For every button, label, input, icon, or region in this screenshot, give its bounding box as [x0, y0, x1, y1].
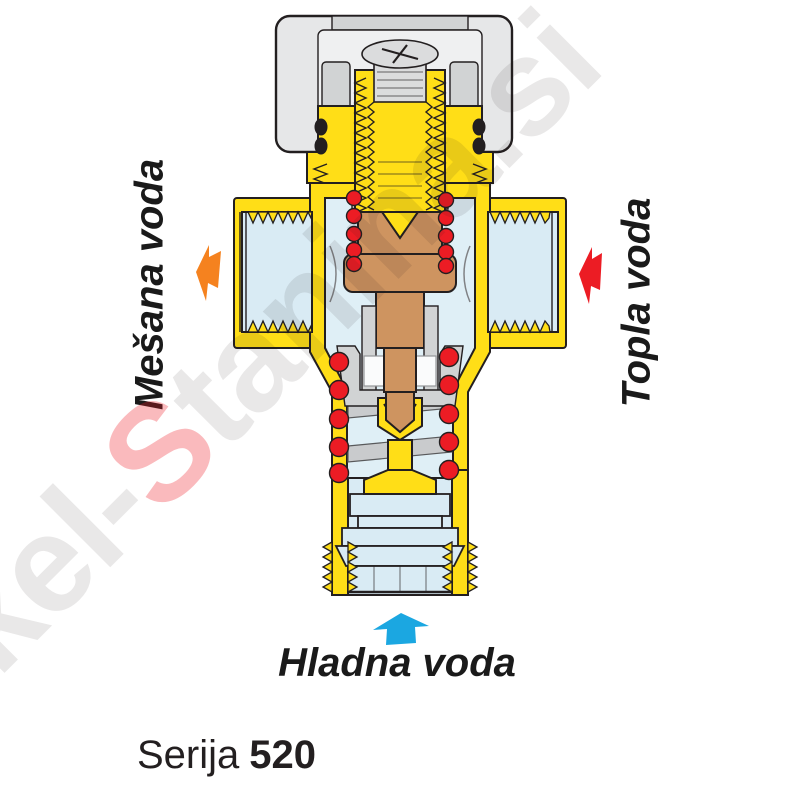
thermostat-piston: [383, 347, 417, 393]
series-number: 520: [249, 733, 317, 777]
mixed-water-channel: [241, 211, 313, 333]
hot-water-label: Topla voda: [614, 197, 659, 408]
spring-dot: [437, 209, 455, 227]
spring-dot: [328, 351, 350, 373]
spring-dot: [345, 255, 363, 273]
tailpiece-taper: [334, 545, 466, 567]
spring-dot: [437, 257, 455, 275]
cold-water-label: Hladna voda: [278, 641, 516, 685]
spring-dot: [328, 462, 350, 484]
bore-thread-left: [366, 101, 376, 211]
spring-dot: [437, 191, 455, 209]
phillips-slot-icon: [381, 44, 419, 64]
female-thread: [246, 210, 313, 225]
spring-dot: [438, 431, 460, 453]
spring-dot: [328, 408, 350, 430]
thermostat-stem: [375, 291, 425, 349]
tailpiece-ring: [357, 515, 443, 529]
spring-dot: [438, 403, 460, 425]
spring-dot: [437, 243, 455, 261]
spring-dot: [345, 241, 363, 259]
spring-dot: [345, 189, 363, 207]
mixed-water-arrow-icon: [196, 245, 221, 301]
tailpiece-top: [349, 493, 451, 517]
tailpiece-disc: [341, 527, 459, 547]
shutter-foot: [363, 469, 437, 495]
regulation-spring: [345, 189, 455, 275]
series-label: Serija: [137, 733, 240, 777]
female-thread: [488, 319, 551, 334]
male-thread-outer-left: [321, 540, 334, 594]
spring-dot: [437, 227, 455, 245]
o-ring-icon: [472, 137, 486, 155]
bore-thread-right: [424, 101, 434, 211]
spring-dot: [438, 346, 460, 368]
adjustment-spindle: [351, 39, 449, 259]
mixed-water-label: Mešana voda: [127, 158, 172, 411]
overload-spring: [328, 346, 460, 484]
spring-dot: [438, 374, 460, 396]
spindle-tip: [380, 211, 420, 240]
male-thread-inner-left: [346, 540, 359, 594]
seat-arc: [463, 245, 471, 303]
tailpiece-fitting: [321, 493, 479, 594]
spindle-thread-left: [353, 77, 368, 214]
male-thread-outer-right: [466, 540, 479, 594]
o-ring-icon: [314, 137, 328, 155]
spring-dot: [328, 379, 350, 401]
seat-arc: [329, 245, 337, 303]
female-thread: [246, 319, 313, 334]
spring-dot: [345, 225, 363, 243]
hot-water-arrow-icon: [579, 247, 602, 304]
spring-dot: [345, 207, 363, 225]
spring-dot: [438, 459, 460, 481]
flow-arrows: [196, 245, 602, 645]
o-ring-icon: [472, 118, 486, 136]
cold-water-arrow-icon: [373, 613, 429, 645]
o-ring-icon: [314, 118, 328, 136]
thermostat-piston-tip: [385, 391, 415, 434]
spring-dot: [328, 436, 350, 458]
shutter-stem: [387, 439, 413, 473]
spindle-thread-right: [432, 77, 447, 214]
hot-water-channel: [487, 211, 559, 333]
knob-top-recess: [331, 15, 469, 31]
female-thread: [488, 210, 551, 225]
male-thread-inner-right: [441, 540, 454, 594]
